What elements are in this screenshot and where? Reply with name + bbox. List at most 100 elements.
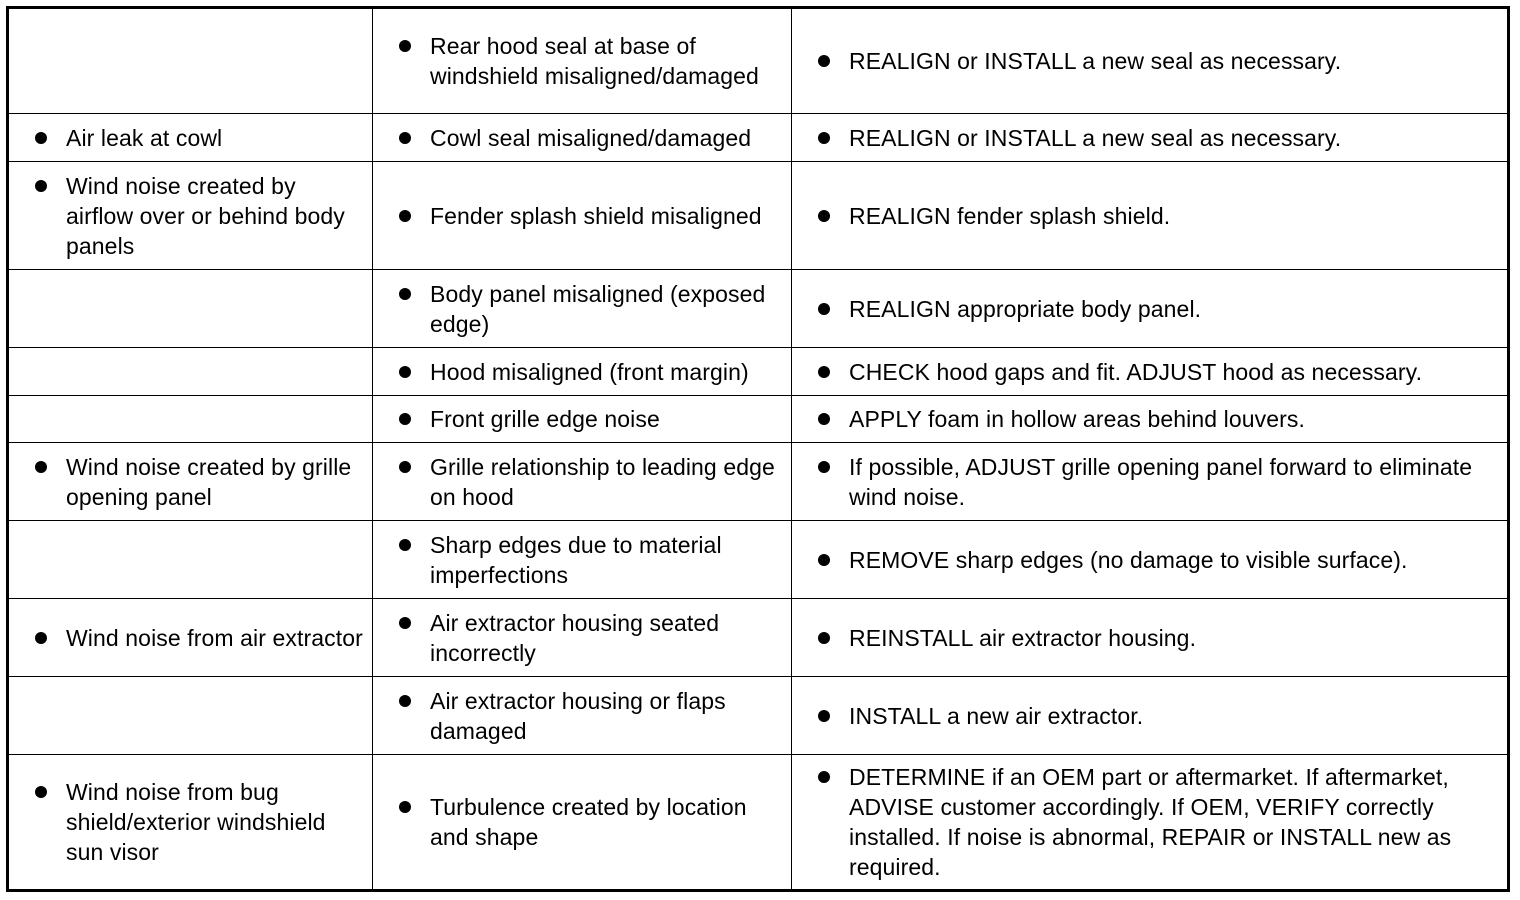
action-text: REALIGN appropriate body panel.	[849, 295, 1202, 322]
condition-cell	[7, 347, 373, 396]
table-row: Wind noise from air extractor Air extract…	[7, 598, 1509, 677]
table-row: Front grille edge noise APPLY foam in hol…	[7, 395, 1509, 443]
cause-text: Rear hood seal at base of windshield mis…	[430, 33, 759, 89]
action-cell: REINSTALL air extractor housing.	[791, 598, 1509, 677]
cause-cell: Fender splash shield misaligned	[372, 161, 792, 270]
table-row: Body panel misaligned (exposed edge) REAL…	[7, 269, 1509, 348]
table-body: Rear hood seal at base of windshield mis…	[7, 7, 1509, 891]
action-cell: REMOVE sharp edges (no damage to visible…	[791, 520, 1509, 599]
bullet-icon	[399, 616, 411, 629]
cause-cell: Sharp edges due to material imperfection…	[372, 520, 792, 599]
cause-text: Front grille edge noise	[430, 406, 660, 432]
bullet-item: Body panel misaligned (exposed edge)	[373, 279, 791, 339]
cause-cell: Air extractor housing seated incorrectly	[372, 598, 792, 677]
bullet-item: REMOVE sharp edges (no damage to visible…	[792, 545, 1507, 575]
bullet-item: REALIGN or INSTALL a new seal as necessa…	[792, 123, 1507, 153]
condition-cell: Wind noise from air extractor	[7, 598, 373, 677]
table-row: Rear hood seal at base of windshield mis…	[7, 7, 1509, 114]
bullet-item: REALIGN appropriate body panel.	[792, 294, 1507, 324]
condition-text: Wind noise created by grille opening pan…	[66, 453, 352, 510]
bullet-item: APPLY foam in hollow areas behind louver…	[792, 404, 1507, 434]
cause-text: Body panel misaligned (exposed edge)	[430, 280, 766, 337]
condition-cell	[7, 676, 373, 755]
cause-text: Turbulence created by location and shape	[430, 794, 747, 850]
action-text: REALIGN fender splash shield.	[849, 202, 1171, 229]
bullet-item: Air leak at cowl	[9, 123, 372, 153]
bullet-item: Wind noise from air extractor	[9, 623, 372, 653]
condition-text: Wind noise from air extractor	[66, 624, 363, 651]
bullet-icon	[399, 209, 411, 222]
bullet-item: Front grille edge noise	[373, 404, 791, 434]
action-cell: REALIGN appropriate body panel.	[791, 269, 1509, 348]
condition-cell: Wind noise from bug shield/exterior wind…	[7, 754, 373, 891]
action-cell: REALIGN or INSTALL a new seal as necessa…	[791, 113, 1509, 162]
cause-text: Hood misaligned (front margin)	[430, 358, 749, 385]
bullet-icon	[399, 460, 411, 473]
bullet-icon	[399, 694, 411, 707]
bullet-icon	[399, 40, 411, 52]
cause-cell: Body panel misaligned (exposed edge)	[372, 269, 792, 348]
bullet-item: Turbulence created by location and shape	[373, 792, 791, 852]
table-row: Air leak at cowl Cowl seal misaligned/dam…	[7, 113, 1509, 162]
condition-text: Wind noise created by airflow over or be…	[66, 172, 345, 259]
bullet-icon	[818, 209, 830, 222]
action-text: REMOVE sharp edges (no damage to visible…	[849, 546, 1408, 573]
bullet-item: REALIGN fender splash shield.	[792, 201, 1507, 231]
bullet-icon	[35, 786, 47, 798]
action-cell: REALIGN fender splash shield.	[791, 161, 1509, 270]
condition-text: Wind noise from bug shield/exterior wind…	[66, 779, 326, 865]
condition-cell	[7, 7, 373, 114]
bullet-icon	[35, 131, 47, 144]
bullet-icon	[399, 413, 411, 425]
table-row: Wind noise from bug shield/exterior wind…	[7, 754, 1509, 891]
bullet-icon	[399, 365, 411, 378]
table-row: Hood misaligned (front margin) CHECK hood…	[7, 347, 1509, 396]
bullet-item: CHECK hood gaps and fit. ADJUST hood as …	[792, 357, 1507, 387]
bullet-icon	[399, 801, 411, 813]
bullet-item: Cowl seal misaligned/damaged	[373, 123, 791, 153]
condition-cell	[7, 395, 373, 443]
action-text: DETERMINE if an OEM part or aftermarket.…	[849, 764, 1452, 880]
cause-text: Air extractor housing seated incorrectly	[430, 609, 720, 666]
action-cell: CHECK hood gaps and fit. ADJUST hood as …	[791, 347, 1509, 396]
action-text: REALIGN or INSTALL a new seal as necessa…	[849, 48, 1342, 74]
action-cell: DETERMINE if an OEM part or aftermarket.…	[791, 754, 1509, 891]
bullet-icon	[818, 365, 830, 378]
bullet-icon	[818, 631, 830, 644]
condition-text: Air leak at cowl	[66, 124, 223, 151]
condition-cell: Air leak at cowl	[7, 113, 373, 162]
bullet-item: Hood misaligned (front margin)	[373, 357, 791, 387]
diagnosis-table: Rear hood seal at base of windshield mis…	[6, 6, 1510, 892]
cause-cell: Air extractor housing or flaps damaged	[372, 676, 792, 755]
bullet-item: REINSTALL air extractor housing.	[792, 623, 1507, 653]
bullet-icon	[818, 709, 830, 722]
bullet-item: Wind noise created by grille opening pan…	[9, 452, 372, 512]
bullet-icon	[818, 413, 830, 425]
action-text: If possible, ADJUST grille opening panel…	[849, 453, 1473, 510]
cause-text: Fender splash shield misaligned	[430, 202, 762, 229]
bullet-icon	[35, 631, 47, 644]
bullet-icon	[399, 131, 411, 144]
bullet-item: DETERMINE if an OEM part or aftermarket.…	[792, 762, 1507, 882]
bullet-item: INSTALL a new air extractor.	[792, 701, 1507, 731]
cause-cell: Hood misaligned (front margin)	[372, 347, 792, 396]
bullet-icon	[35, 179, 47, 192]
bullet-item: Air extractor housing seated incorrectly	[373, 608, 791, 668]
action-cell: APPLY foam in hollow areas behind louver…	[791, 395, 1509, 443]
bullet-item: REALIGN or INSTALL a new seal as necessa…	[792, 46, 1507, 76]
bullet-icon	[818, 302, 830, 315]
action-text: REINSTALL air extractor housing.	[849, 624, 1197, 651]
cause-text: Grille relationship to leading edge on h…	[430, 453, 775, 510]
table-row: Wind noise created by grille opening pan…	[7, 442, 1509, 521]
table-row: Wind noise created by airflow over or be…	[7, 161, 1509, 270]
bullet-icon	[818, 131, 830, 144]
cause-text: Sharp edges due to material imperfection…	[430, 531, 722, 588]
bullet-icon	[818, 55, 830, 67]
cause-cell: Cowl seal misaligned/damaged	[372, 113, 792, 162]
bullet-item: Wind noise from bug shield/exterior wind…	[9, 777, 372, 867]
bullet-item: Grille relationship to leading edge on h…	[373, 452, 791, 512]
cause-cell: Turbulence created by location and shape	[372, 754, 792, 891]
bullet-item: Air extractor housing or flaps damaged	[373, 686, 791, 746]
bullet-icon	[818, 553, 830, 566]
